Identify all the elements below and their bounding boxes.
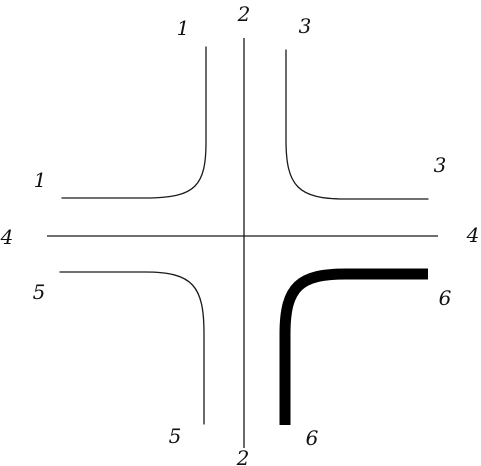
- curve-1: [61, 46, 207, 199]
- label-axis-h-right: 4: [466, 223, 480, 247]
- label-curve1-left: 1: [34, 168, 47, 192]
- label-curve5-left: 5: [33, 280, 46, 304]
- label-curve6-bottom: 6: [306, 426, 319, 450]
- curve-5: [59, 271, 205, 425]
- label-axis-v-top: 2: [237, 2, 251, 26]
- label-curve3-right: 3: [434, 153, 447, 177]
- label-axis-h-left: 4: [0, 225, 13, 249]
- label-curve1-top: 1: [177, 16, 190, 40]
- label-axis-v-bottom: 2: [236, 446, 250, 466]
- curve-3: [285, 49, 429, 200]
- label-curve6-right: 6: [439, 286, 452, 310]
- label-curve5-bottom: 5: [169, 424, 182, 448]
- curve-6: [279, 268, 428, 425]
- label-curve3-top: 3: [299, 14, 312, 38]
